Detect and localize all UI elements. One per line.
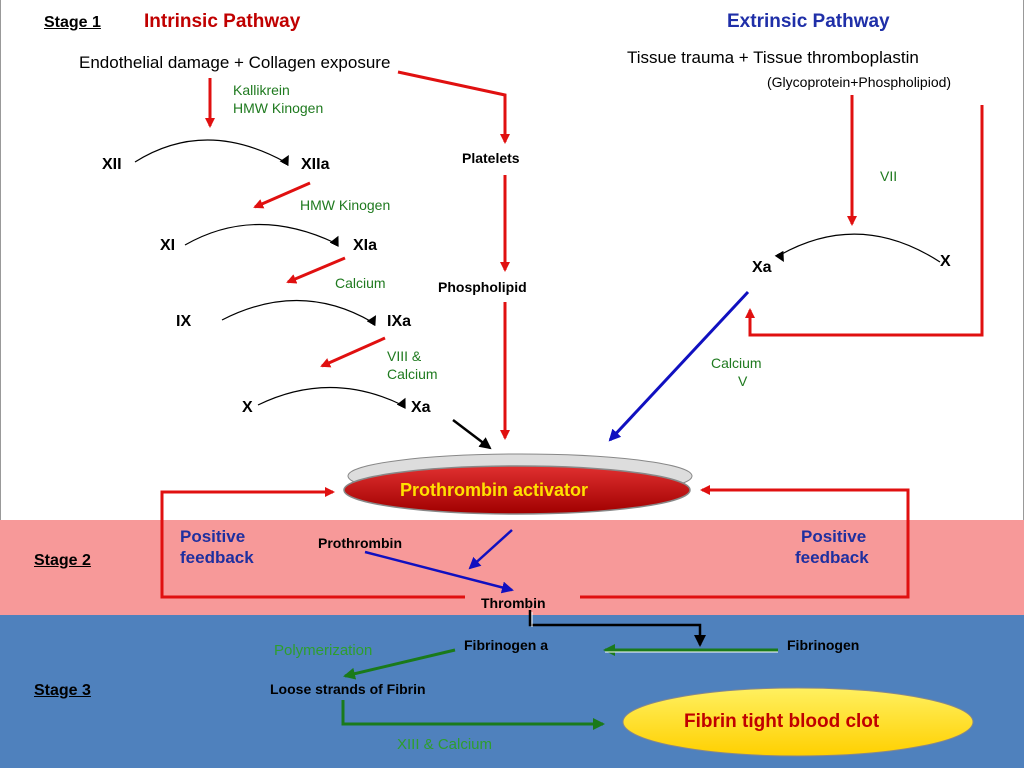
arrow-extrinsic-xa-activator: [608, 290, 750, 442]
prothrombin-activator-label: Prothrombin activator: [400, 480, 589, 500]
positive-feedback-left-1: Positive: [180, 527, 246, 546]
cofactor-viii: VIII &: [387, 348, 422, 364]
intrinsic-trigger: Endothelial damage + Collagen exposure: [79, 53, 391, 72]
arrow-xiia-xi: [253, 181, 311, 209]
xiii-calcium-label: XIII & Calcium: [397, 736, 493, 753]
arrow-prothrombin-thrombin: [364, 550, 514, 594]
factor-xii: XII: [102, 156, 122, 173]
arrow-to-platelets: [397, 70, 510, 144]
cofactor-vii: VII: [880, 168, 898, 184]
fibrinogen-label: Fibrinogen: [787, 637, 860, 653]
feedback-left-loop: [160, 487, 465, 599]
arrow-xa-activator: [452, 419, 492, 450]
platelets-label: Platelets: [462, 150, 520, 166]
stage1-label: Stage 1: [44, 14, 101, 31]
factor-xa: Xa: [411, 399, 431, 416]
phospholipid-label: Phospholipid: [438, 279, 527, 295]
extrinsic-title: Extrinsic Pathway: [727, 11, 890, 32]
extrinsic-calcium: Calcium: [711, 355, 762, 371]
positive-feedback-left-2: feedback: [180, 548, 254, 567]
cofactor-kallikrein: Kallikrein: [233, 82, 290, 98]
fibrinogen-a-label: Fibrinogen a: [464, 637, 548, 653]
prothrombin-activator-oval: [343, 465, 691, 515]
arrow-thrombin-fibrinogen: [528, 610, 706, 647]
arrow-activator-down: [468, 529, 513, 570]
factor-ixa: IXa: [387, 313, 412, 330]
feedback-right-loop: [580, 485, 910, 599]
factor-ix: IX: [176, 313, 192, 330]
thrombin-label: Thrombin: [481, 595, 546, 611]
cofactor-hmw-kinogen-2: HMW Kinogen: [300, 197, 391, 213]
factor-xi: XI: [160, 237, 176, 254]
extrinsic-factor-x: X: [940, 253, 951, 270]
arrow-loose-clot: [341, 700, 605, 730]
factor-xiia: XIIa: [301, 156, 330, 173]
arc-x-xa-extrinsic: [774, 233, 941, 263]
fibrin-clot-oval: [622, 687, 974, 757]
prothrombin-label: Prothrombin: [318, 535, 402, 551]
loose-strands-label: Loose strands of Fibrin: [270, 681, 426, 697]
intrinsic-title: Intrinsic Pathway: [144, 11, 301, 32]
extrinsic-factor-xa: Xa: [752, 259, 772, 276]
extrinsic-trigger: Tissue trauma + Tissue thromboplastin: [627, 48, 919, 67]
extrinsic-factor-v: V: [738, 373, 748, 389]
cofactor-viii-calcium: Calcium: [387, 366, 438, 382]
arrow-extrinsic-side: [745, 105, 984, 337]
polymerization-label: Polymerization: [274, 642, 373, 659]
arrow-xia-ix: [286, 256, 346, 284]
arc-xi-xia: [184, 223, 339, 247]
stage3-label: Stage 3: [34, 682, 91, 699]
extrinsic-trigger-note: (Glycoprotein+Phospholipiod): [767, 74, 952, 90]
positive-feedback-right-2: feedback: [795, 548, 869, 567]
positive-feedback-right-1: Positive: [801, 527, 867, 546]
fibrin-clot-label: Fibrin tight blood clot: [684, 711, 880, 732]
arc-xii-xiia: [134, 139, 289, 167]
cofactor-calcium: Calcium: [335, 275, 386, 291]
arrow-ixa-x: [320, 336, 386, 368]
arrow-fibrinogen-a-loose: [343, 648, 456, 680]
arc-x-xa: [257, 387, 406, 409]
stage2-label: Stage 2: [34, 552, 91, 569]
factor-x: X: [242, 399, 253, 416]
stage2-band: [0, 520, 1024, 615]
arc-ix-ixa: [221, 299, 377, 327]
cofactor-hmw-kinogen-1: HMW Kinogen: [233, 100, 324, 116]
factor-xia: XIa: [353, 237, 378, 254]
